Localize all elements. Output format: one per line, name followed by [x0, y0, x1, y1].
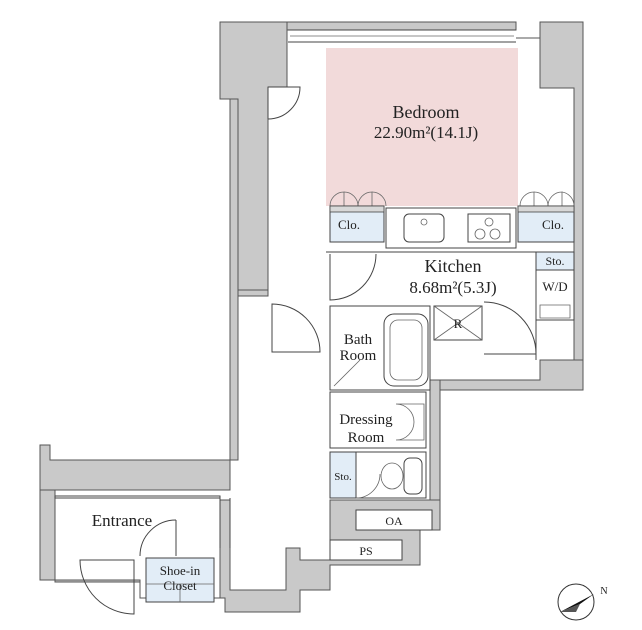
- bedroom-label: Bedroom: [393, 102, 460, 122]
- shoe-closet-label-2: Closet: [163, 578, 197, 593]
- washer-label: W/D: [542, 279, 567, 294]
- corridor-door: [271, 303, 321, 353]
- refrigerator-label: R: [454, 316, 463, 331]
- kitchen-lower-door: [483, 301, 537, 355]
- bath-label: Bath: [344, 332, 373, 348]
- shoe-closet-door: [139, 519, 177, 557]
- storage-lower: [329, 451, 357, 499]
- washer-box: [535, 269, 575, 321]
- dressing-label-2: Room: [348, 430, 385, 446]
- storage-lower-label: Sto.: [334, 471, 352, 483]
- bedroom-area: [326, 48, 518, 206]
- bedroom-area-label: 22.90m²(14.1J): [374, 123, 478, 142]
- ps-box: [329, 539, 403, 561]
- closet-right-label: Clo.: [542, 217, 564, 232]
- ps-label: PS: [359, 544, 372, 558]
- entrance-door: [79, 559, 135, 615]
- north-arrow: [557, 583, 595, 621]
- closet-left-label: Clo.: [338, 217, 360, 232]
- kitchen-label: Kitchen: [425, 256, 482, 276]
- kitchen-area-label: 8.68m²(5.3J): [409, 278, 496, 297]
- kitchen-counter: [385, 207, 517, 249]
- kitchen-door: [329, 253, 377, 301]
- dressing-room: [329, 391, 427, 449]
- left-closet-doors: [329, 191, 387, 207]
- storage-upper-label: Sto.: [545, 254, 564, 268]
- oa-label: OA: [385, 514, 403, 528]
- shoe-closet-label: Shoe-in: [160, 563, 201, 578]
- north-label: N: [600, 586, 607, 597]
- entrance-step: [54, 495, 221, 499]
- oa-box: [355, 509, 433, 531]
- right-closet-doors: [519, 191, 575, 207]
- entrance-label: Entrance: [92, 511, 152, 530]
- bedroom-door: [267, 86, 301, 120]
- dressing-label: Dressing: [339, 412, 393, 428]
- bath-label-2: Room: [340, 348, 377, 364]
